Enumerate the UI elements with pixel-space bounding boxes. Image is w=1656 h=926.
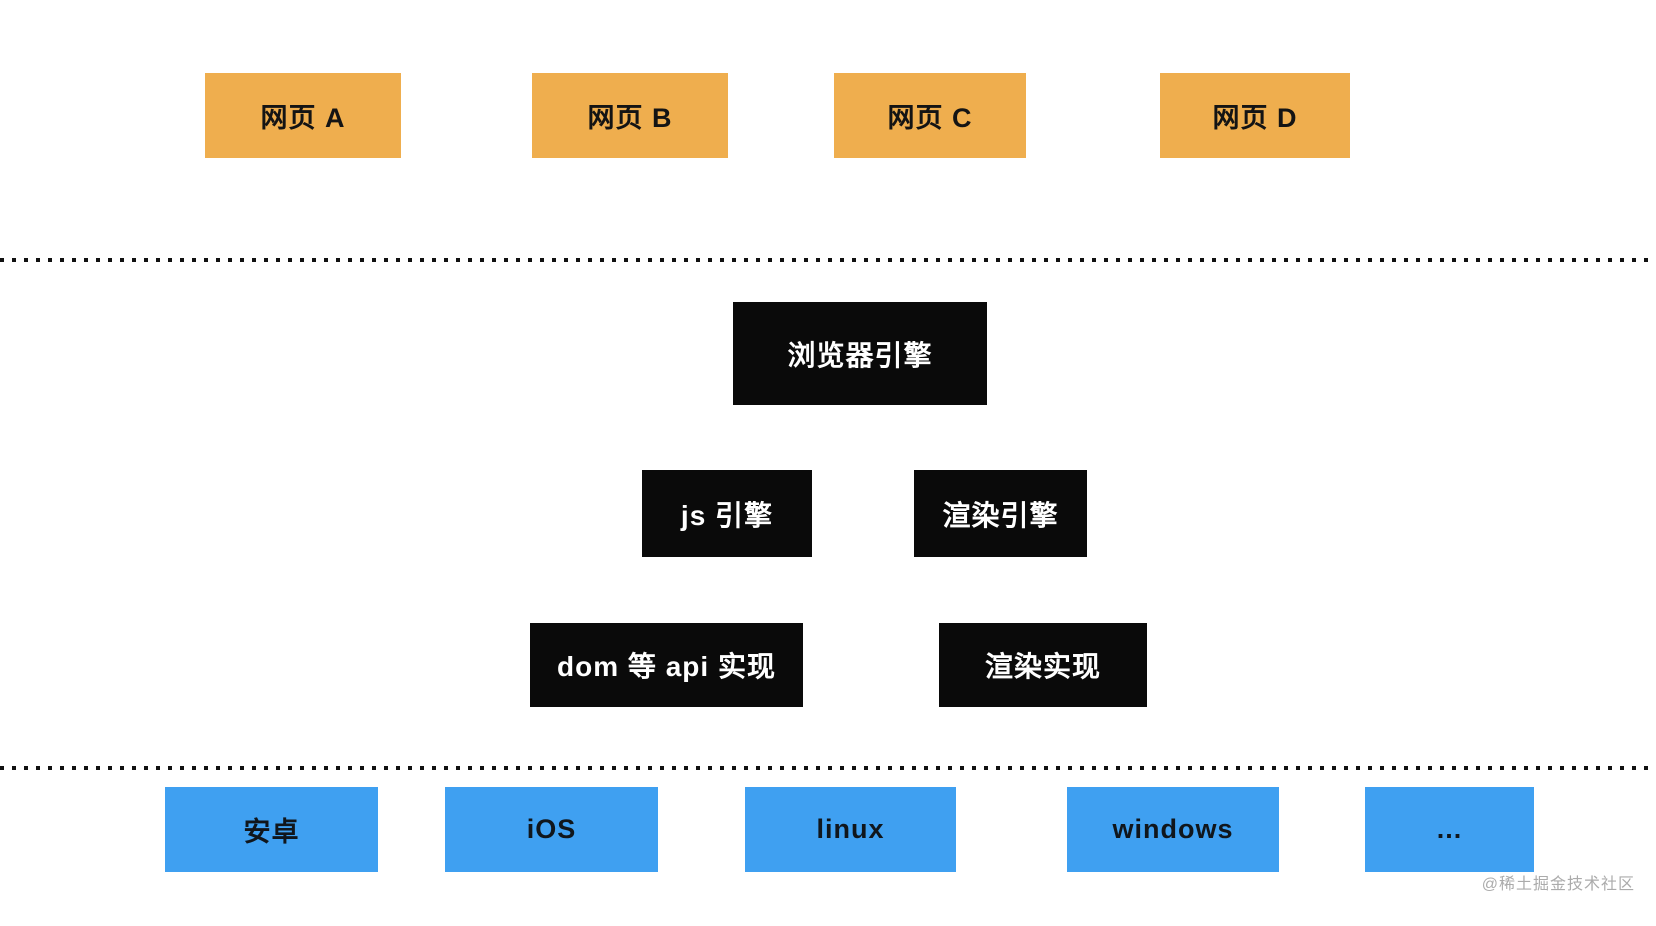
node-platform-ellipsis: ... (1365, 787, 1534, 872)
node-js-engine: js 引擎 (642, 470, 812, 557)
node-render-implementation: 渲染实现 (939, 623, 1147, 707)
divider-bottom-dotted-line (0, 766, 1656, 770)
node-webpage-b: 网页 B (532, 73, 728, 158)
node-platform-linux: linux (745, 787, 956, 872)
node-platform-android: 安卓 (165, 787, 378, 872)
node-webpage-c: 网页 C (834, 73, 1026, 158)
node-platform-ios: iOS (445, 787, 658, 872)
node-webpage-a: 网页 A (205, 73, 401, 158)
node-webpage-d: 网页 D (1160, 73, 1350, 158)
node-dom-api-implementation: dom 等 api 实现 (530, 623, 803, 707)
divider-top-dotted-line (0, 258, 1656, 262)
watermark-juejin-community: @稀土掘金技术社区 (1481, 876, 1635, 893)
node-browser-engine: 浏览器引擎 (733, 302, 987, 405)
node-platform-windows: windows (1067, 787, 1279, 872)
node-render-engine: 渲染引擎 (914, 470, 1087, 557)
